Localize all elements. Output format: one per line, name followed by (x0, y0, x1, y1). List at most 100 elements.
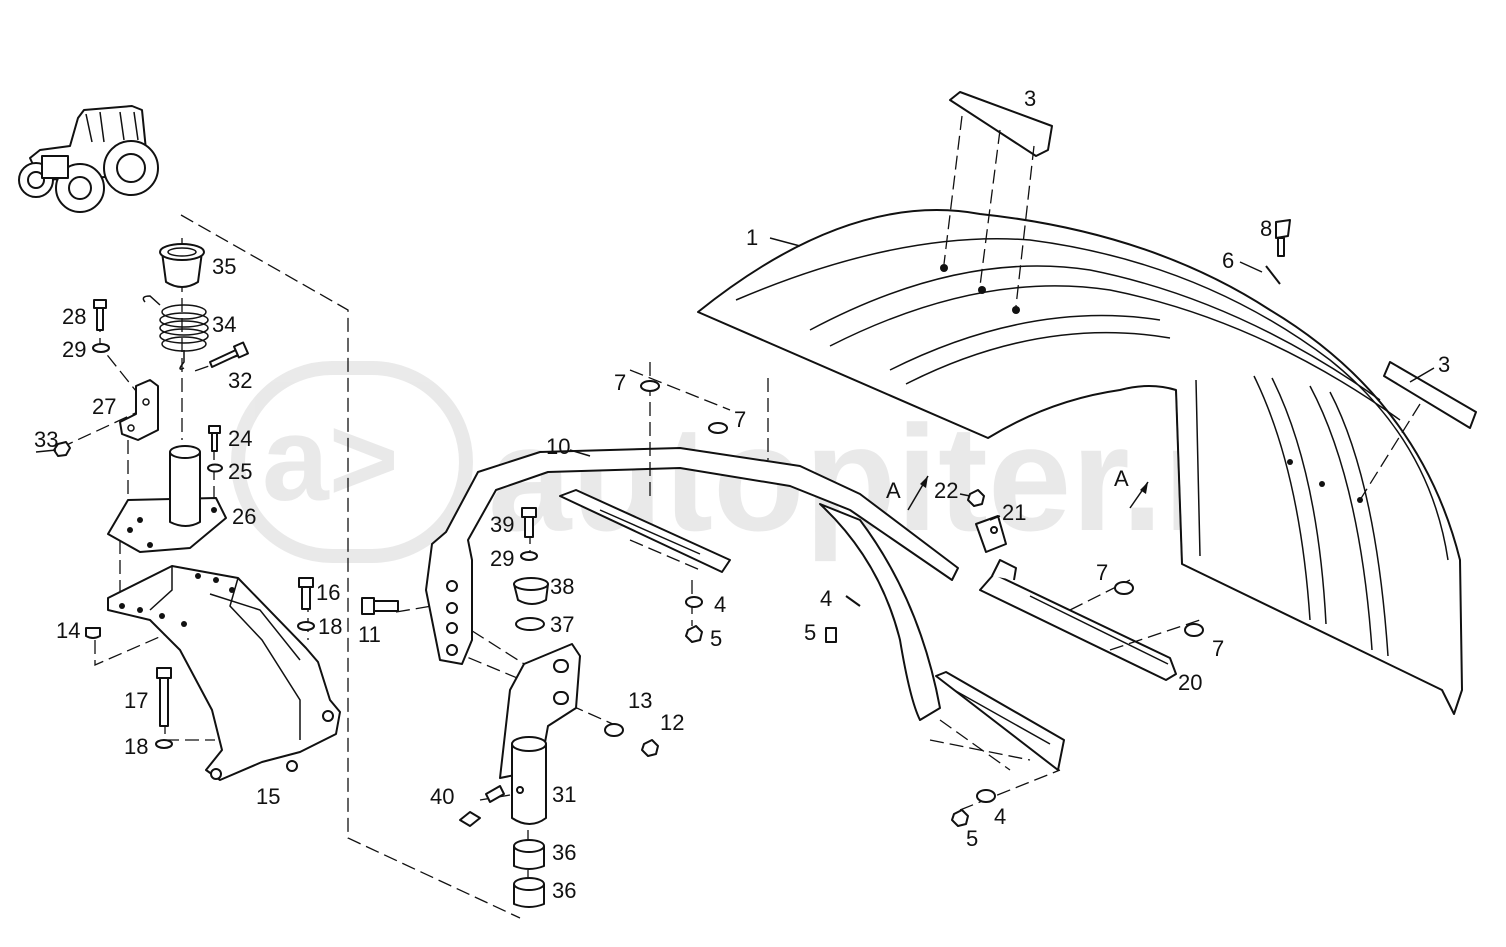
part-17-bolt (156, 667, 172, 727)
label-part-28: 28 (62, 304, 86, 329)
part-11-bolt (361, 597, 399, 615)
label-part-7-c: 7 (1096, 560, 1108, 585)
label-part-32: 32 (228, 368, 252, 393)
part-10-support-arm (425, 447, 959, 665)
watermark-symbol: a> (262, 392, 399, 526)
part-7-washer-c (1114, 581, 1134, 595)
part-31-mount-bracket (485, 643, 581, 825)
part-14-cap (85, 627, 101, 639)
label-part-7-d: 7 (1212, 636, 1224, 661)
label-part-1: 1 (746, 225, 758, 250)
part-28-bolt (93, 299, 107, 331)
label-part-24: 24 (228, 426, 252, 451)
label-part-40: 40 (430, 784, 454, 809)
label-leader-lines (35, 237, 1435, 521)
label-part-13: 13 (628, 688, 652, 713)
part-5-nut-mid (685, 625, 703, 643)
label-part-37: 37 (550, 612, 574, 637)
label-part-31: 31 (552, 782, 576, 807)
part-12-nut (641, 739, 659, 757)
part-5-nut-bottom (951, 809, 969, 827)
label-part-3-side: 3 (1438, 352, 1450, 377)
label-part-39: 39 (490, 512, 514, 537)
part-5-plug-center (825, 627, 837, 643)
view-arrow-a-right: A (1114, 466, 1149, 509)
label-part-8: 8 (1260, 216, 1272, 241)
part-18-washer-bottom (155, 739, 173, 749)
label-part-4-bottom: 4 (994, 804, 1006, 829)
part-15-main-bracket (107, 565, 341, 781)
label-part-7-a: 7 (614, 370, 626, 395)
part-22-nut (967, 489, 985, 507)
part-36-bushing-bottom (513, 877, 545, 908)
part-3-clamp-top (943, 91, 1053, 307)
support-strip-slotted (559, 362, 769, 626)
part-6-washer (1265, 265, 1281, 285)
part-7-washer-d (1184, 623, 1204, 637)
part-16-bolt (298, 577, 314, 610)
label-part-10: 10 (546, 434, 570, 459)
label-part-21: 21 (1002, 500, 1026, 525)
part-7-washer-b (708, 422, 728, 434)
label-part-33: 33 (34, 427, 58, 452)
part-37-ring (515, 617, 545, 631)
label-part-5-center: 5 (804, 620, 816, 645)
label-part-38: 38 (550, 574, 574, 599)
part-25-washer (207, 463, 223, 473)
label-part-3-top: 3 (1024, 86, 1036, 111)
label-part-29-left: 29 (62, 337, 86, 362)
label-part-5-bottom: 5 (966, 826, 978, 851)
part-3-clamp-side (1359, 361, 1477, 501)
part-18-washer-top (297, 621, 315, 631)
part-4-washer-bottom (976, 789, 996, 803)
part-32-bolt (209, 341, 250, 368)
label-part-36-bottom: 36 (552, 878, 576, 903)
part-29-washer (92, 343, 110, 353)
label-part-29-right: 29 (490, 546, 514, 571)
label-part-35: 35 (212, 254, 236, 279)
part-35-bushing (159, 243, 205, 288)
part-26-pivot-plate (107, 445, 227, 553)
part-29-washer-right (520, 551, 538, 561)
part-21-clamp (975, 515, 1007, 553)
label-part-14: 14 (56, 618, 80, 643)
label-part-12: 12 (660, 710, 684, 735)
label-part-18-bottom: 18 (124, 734, 148, 759)
part-36-bushing-top (513, 839, 545, 870)
part-4-washer-mid (685, 596, 703, 608)
label-part-4-center: 4 (820, 586, 832, 611)
label-part-5-mid: 5 (710, 626, 722, 651)
view-mark-a-right: A (1114, 466, 1129, 491)
part-4-pin-center (845, 595, 861, 607)
label-part-36-top: 36 (552, 840, 576, 865)
part-20-support-strip (979, 559, 1201, 681)
part-8-bolt (1275, 219, 1291, 257)
tractor-icon (18, 105, 159, 213)
view-mark-a-left: A (886, 478, 901, 503)
label-part-20: 20 (1178, 670, 1202, 695)
part-number-labels: 1 3 3 8 6 7 7 7 7 10 22 21 20 4 5 4 5 4 … (34, 86, 1450, 903)
view-arrow-a-left: A (886, 475, 929, 511)
label-part-34: 34 (212, 312, 236, 337)
part-1-fender (697, 209, 1463, 811)
label-part-7-b: 7 (734, 407, 746, 432)
label-part-6: 6 (1222, 248, 1234, 273)
label-part-11: 11 (358, 622, 381, 647)
label-part-27: 27 (92, 394, 116, 419)
label-part-17: 17 (124, 688, 148, 713)
label-part-15: 15 (256, 784, 280, 809)
part-13-washer (604, 723, 624, 737)
part-38-rubber-mount (513, 577, 549, 605)
label-part-16: 16 (316, 580, 340, 605)
label-part-18-top: 18 (318, 614, 342, 639)
part-40-grease-nipple (459, 811, 481, 827)
part-39-bolt (521, 507, 537, 538)
label-part-22: 22 (934, 478, 958, 503)
part-34-spring (142, 295, 209, 370)
part-7-washer-a (640, 380, 660, 392)
part-27-bracket (119, 379, 159, 441)
label-part-25: 25 (228, 459, 252, 484)
label-part-4-mid: 4 (714, 592, 726, 617)
